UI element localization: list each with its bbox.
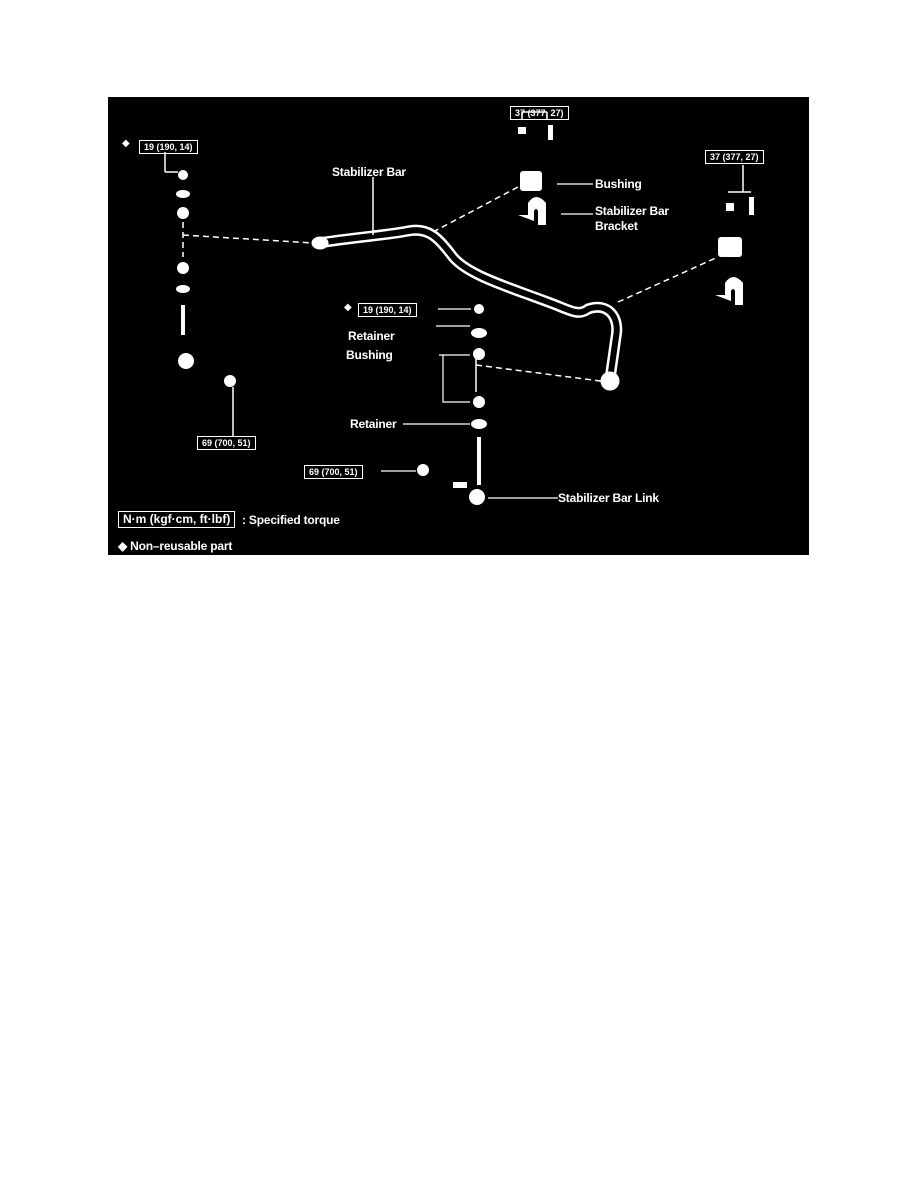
- torque-spec-bracket-1: 37 (377, 27): [510, 106, 569, 120]
- non-reusable-diamond-icon: ◆: [344, 302, 352, 313]
- label-stabilizer-bar: Stabilizer Bar: [332, 165, 406, 179]
- non-reusable-diamond-icon: ◆: [122, 138, 130, 149]
- label-stabilizer-bar-link: Stabilizer Bar Link: [558, 491, 659, 505]
- label-bushing-bracket: Bushing: [595, 177, 642, 191]
- torque-spec-link-left: 69 (700, 51): [197, 436, 256, 450]
- torque-spec-center: 19 (190, 14): [358, 303, 417, 317]
- legend-unit-desc: : Specified torque: [242, 513, 340, 527]
- label-bracket-line2: Bracket: [595, 219, 638, 233]
- label-bracket-line1: Stabilizer Bar: [595, 204, 669, 218]
- label-bushing-link: Bushing: [346, 348, 393, 362]
- legend-unit-box: N·m (kgf·cm, ft·lbf): [118, 511, 236, 528]
- torque-spec-top-left: 19 (190, 14): [139, 140, 198, 154]
- torque-spec-link-center: 69 (700, 51): [304, 465, 363, 479]
- torque-spec-bracket-2: 37 (377, 27): [705, 150, 764, 164]
- diagram-drawing: [164, 111, 754, 505]
- label-retainer-upper: Retainer: [348, 329, 395, 343]
- legend-non-reusable: ◆ Non–reusable part: [118, 539, 233, 553]
- stabilizer-bar-diagram: ◆ 19 (190, 14) Stabilizer Bar 37 (377, 2…: [108, 97, 809, 555]
- label-retainer-lower: Retainer: [350, 417, 397, 431]
